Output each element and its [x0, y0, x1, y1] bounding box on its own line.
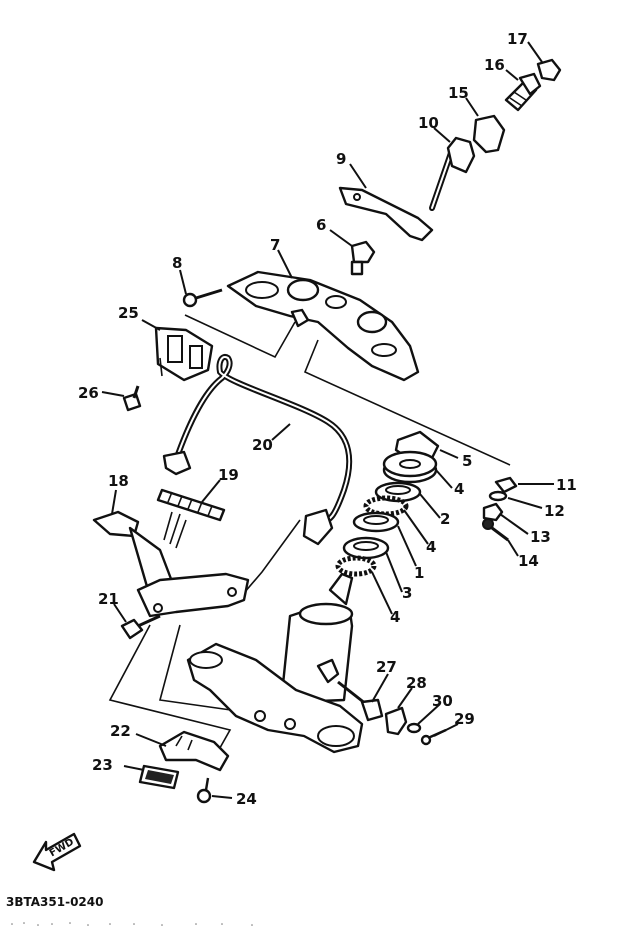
part-10-hole	[353, 193, 361, 201]
diagram-code: 3BTA351-0240	[6, 895, 103, 909]
callout-22: 21	[98, 590, 119, 608]
callout-1: 1	[414, 564, 424, 582]
part-25-screw	[196, 777, 212, 804]
callout-6: 5	[462, 452, 472, 470]
callout-2: 2	[440, 510, 450, 528]
part-12-washer	[494, 476, 518, 494]
callout-14: 13	[530, 528, 551, 546]
part-8-upper-crown	[226, 270, 420, 382]
callout-8: 7	[270, 236, 280, 254]
part-3-race	[342, 536, 390, 560]
part-22-bolt	[120, 614, 161, 640]
part-4-bearing-lower	[335, 555, 377, 577]
callout-30: 29	[454, 710, 475, 728]
guide-line-bracket-to-emblem	[108, 624, 232, 763]
callout-11: 10	[418, 114, 439, 132]
guide-line-crown-to-nut	[303, 339, 511, 466]
part-13-washer	[488, 490, 508, 502]
callout-9: 8	[172, 254, 182, 272]
callout-18: 17	[507, 30, 528, 48]
part-15-bolt	[482, 518, 509, 542]
part-23-bracket	[158, 730, 230, 772]
part-14-nut	[482, 502, 504, 522]
callout-24: 23	[92, 756, 113, 774]
callout-5: 4	[454, 480, 464, 498]
callout-4-lower: 4	[390, 608, 400, 626]
callout-31: 30	[432, 692, 453, 710]
callout-20: 19	[218, 466, 239, 484]
part-27-bolt	[122, 385, 142, 412]
callout-23: 22	[110, 722, 131, 740]
part-20-clamp	[156, 488, 226, 522]
callout-3: 3	[402, 584, 412, 602]
fwd-arrow	[32, 832, 82, 872]
callout-17: 16	[484, 56, 505, 74]
callout-10: 9	[336, 150, 346, 168]
part-9-bolt	[182, 288, 223, 308]
part-16-cap	[472, 114, 506, 154]
callout-16: 15	[448, 84, 469, 102]
part-7-bolt	[350, 240, 376, 276]
callout-15: 14	[518, 552, 539, 570]
scan-noise	[11, 922, 253, 926]
callout-29: 28	[406, 674, 427, 692]
callouts: 17 16 15 10 9 6 7 8 25 26 20 19 18 21 5 …	[78, 30, 577, 808]
callout-21: 20	[252, 436, 273, 454]
under-bracket-stem	[186, 572, 364, 754]
part-10-plate	[338, 186, 434, 242]
part-24-emblem	[138, 764, 180, 790]
callout-12: 11	[556, 476, 577, 494]
callout-19: 18	[108, 472, 129, 490]
part-29-stopper	[384, 706, 408, 736]
callout-25: 24	[236, 790, 257, 808]
part-31-washer	[406, 722, 422, 734]
leader-lines	[101, 41, 554, 799]
callout-13: 12	[544, 502, 565, 520]
guide-line-bracket-to-bracket	[158, 624, 246, 713]
part-19-bracket	[92, 510, 250, 618]
callout-7: 6	[316, 216, 326, 234]
part-26-bracket	[154, 326, 214, 382]
guide-line-bracket-to-crown	[184, 314, 296, 359]
part-5-cover	[382, 450, 438, 484]
part-18-nut	[536, 58, 562, 82]
part-21-cable	[162, 354, 353, 546]
part-11-shaft	[429, 136, 476, 211]
part-17-bolt	[504, 72, 542, 112]
callout-28: 27	[376, 658, 397, 676]
callout-26: 25	[118, 304, 139, 322]
callout-4-upper: 4	[426, 538, 436, 556]
part-1-race	[352, 511, 400, 533]
callout-27: 26	[78, 384, 99, 402]
